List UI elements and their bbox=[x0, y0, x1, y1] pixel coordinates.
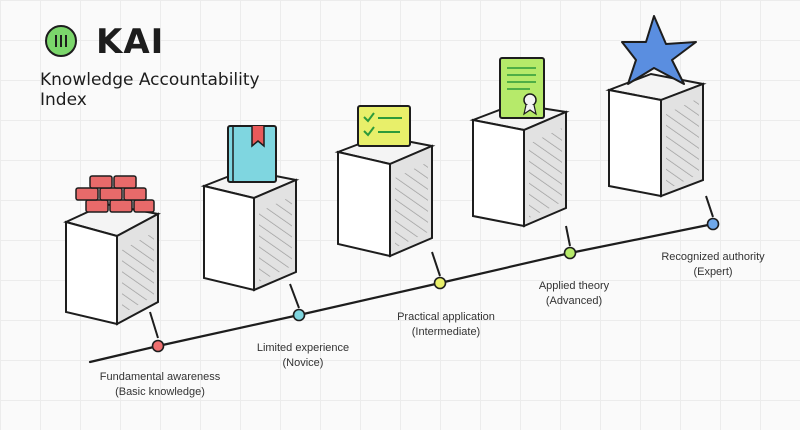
page-subtitle: Knowledge Accountability Index bbox=[40, 70, 260, 110]
stage-label-4: Applied theory (Advanced) bbox=[504, 279, 644, 309]
stage-dot-3 bbox=[433, 276, 447, 290]
block-3 bbox=[334, 134, 436, 258]
stage-name: Limited experience bbox=[256, 342, 350, 354]
stage-level: (Advanced) bbox=[545, 295, 603, 307]
stage-level: (Expert) bbox=[693, 266, 733, 278]
connector-1 bbox=[149, 311, 159, 339]
stage-label-5: Recognized authority (Expert) bbox=[638, 250, 788, 280]
stage-label-2: Limited experience (Novice) bbox=[228, 341, 378, 371]
stage-label-1: Fundamental awareness (Basic knowledge) bbox=[82, 370, 238, 400]
progress-path bbox=[88, 222, 715, 364]
stage-dot-2 bbox=[292, 308, 306, 322]
stage-dot-1 bbox=[151, 339, 165, 353]
checklist-icon bbox=[357, 105, 411, 147]
star-icon bbox=[621, 15, 697, 85]
stage-level: (Intermediate) bbox=[411, 326, 481, 338]
connector-2 bbox=[289, 283, 300, 309]
connector-5 bbox=[705, 195, 714, 218]
page-title: KAI bbox=[96, 22, 165, 62]
block-1 bbox=[63, 202, 161, 326]
stage-name: Fundamental awareness bbox=[99, 371, 221, 383]
block-5 bbox=[605, 72, 707, 198]
stage-dot-5 bbox=[706, 217, 720, 231]
stage-level: (Basic knowledge) bbox=[115, 386, 205, 398]
stage-level: (Novice) bbox=[282, 357, 324, 369]
stage-name: Recognized authority bbox=[661, 251, 765, 263]
connector-4 bbox=[565, 225, 571, 247]
stage-name: Practical application bbox=[397, 311, 495, 323]
book-icon bbox=[227, 125, 277, 183]
stage-name: Applied theory bbox=[538, 280, 610, 292]
certificate-icon bbox=[499, 57, 545, 119]
logo-icon bbox=[45, 25, 77, 57]
connector-3 bbox=[431, 251, 441, 277]
block-2 bbox=[200, 168, 300, 292]
stage-dot-4 bbox=[563, 246, 577, 260]
bricks-icon bbox=[75, 175, 155, 213]
stage-label-3: Practical application (Intermediate) bbox=[368, 310, 524, 340]
block-4 bbox=[469, 102, 570, 228]
